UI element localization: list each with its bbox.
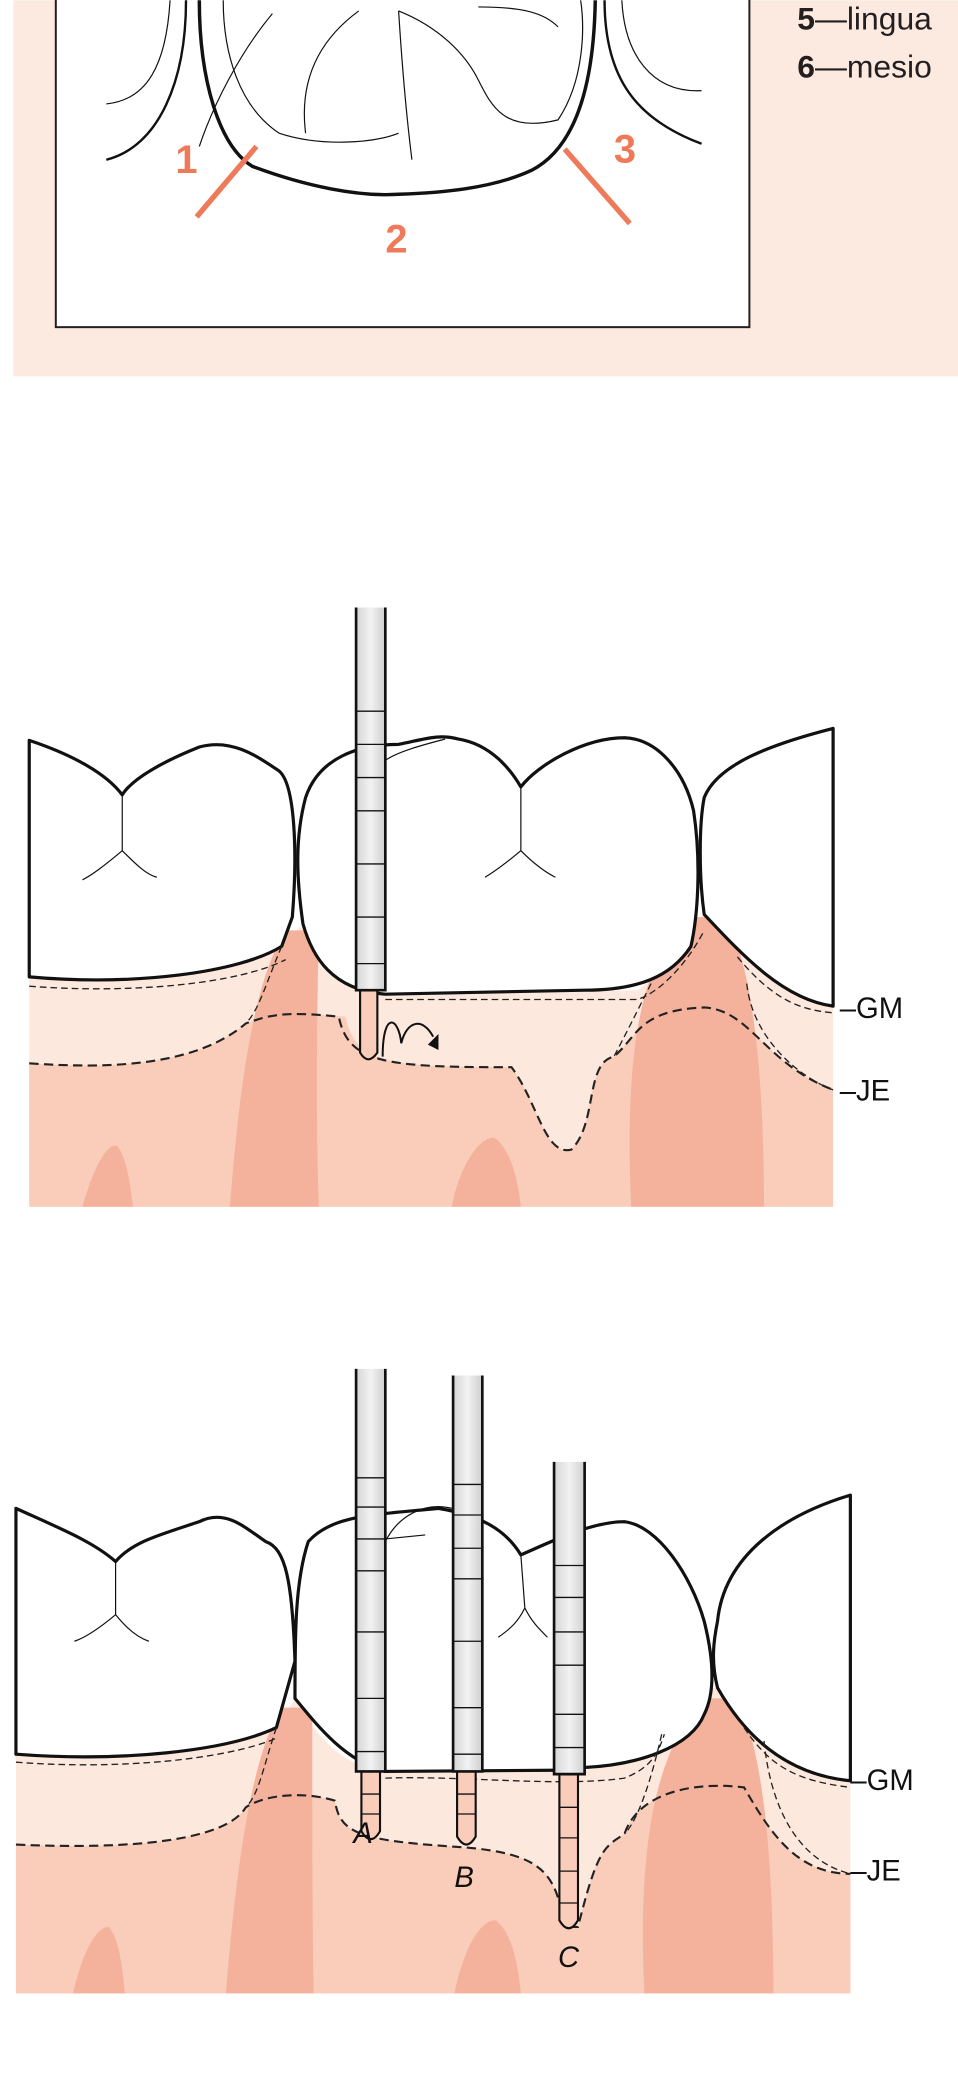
legend: 5—lingua 6—mesio — [797, 1, 932, 85]
site-line-1 — [194, 144, 259, 219]
site-label-2: 2 — [385, 218, 407, 262]
probing-figure-2: A B C –GM –JE — [14, 1368, 914, 1994]
svg-text:5—lingua: 5—lingua — [797, 1, 932, 37]
tooth-frame — [54, 0, 751, 329]
walking-motion-arrow-icon — [381, 1021, 435, 1057]
probe-a — [354, 1368, 387, 1841]
je-marker: –JE — [850, 1855, 900, 1887]
gm-marker: –GM — [850, 1765, 913, 1797]
probe-b — [451, 1375, 484, 1846]
gingiva — [15, 1687, 851, 1994]
gm-marker: –GM — [840, 993, 903, 1025]
probe-label-a: A — [351, 1818, 373, 1850]
probe-label-b: B — [454, 1862, 474, 1894]
je-marker: –JE — [840, 1075, 890, 1107]
site-label-1: 1 — [175, 138, 197, 182]
svg-text:6—mesio: 6—mesio — [797, 48, 932, 84]
probe-c — [552, 1461, 586, 1930]
top-panel: 1 2 3 5—lingua 6—mesio — [13, 0, 958, 377]
probing-figure-1: –GM –JE — [27, 607, 903, 1207]
occlusal-tooth-drawing — [106, 0, 702, 197]
probe-label-c: C — [558, 1942, 580, 1974]
periodontal-probe — [354, 607, 387, 1061]
site-line-3 — [562, 147, 632, 226]
gingiva — [29, 914, 834, 1207]
site-label-3: 3 — [614, 127, 636, 171]
